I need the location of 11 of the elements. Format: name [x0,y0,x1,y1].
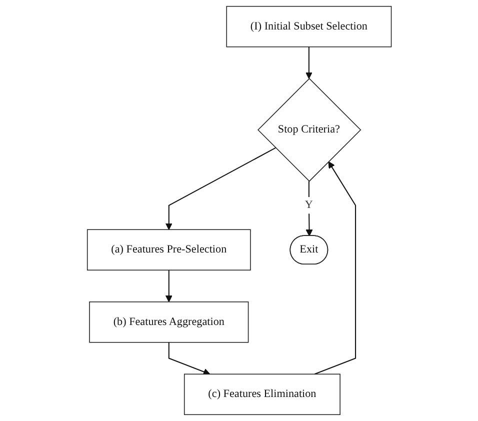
node-box: (b) Features Aggregation [88,301,248,343]
node-diamond: Stop Criteria? [257,78,361,182]
arrow [165,270,172,302]
node-box: (a) Features Pre-Selection [86,229,251,270]
arrow [168,342,210,376]
arrow [305,46,312,79]
node-box: (c) Features Elimination [184,374,340,416]
arrow [314,161,356,375]
edge-label: Y [304,199,313,212]
node-box: (I) Initial Subset Selection [226,6,392,48]
arrow [165,147,276,230]
